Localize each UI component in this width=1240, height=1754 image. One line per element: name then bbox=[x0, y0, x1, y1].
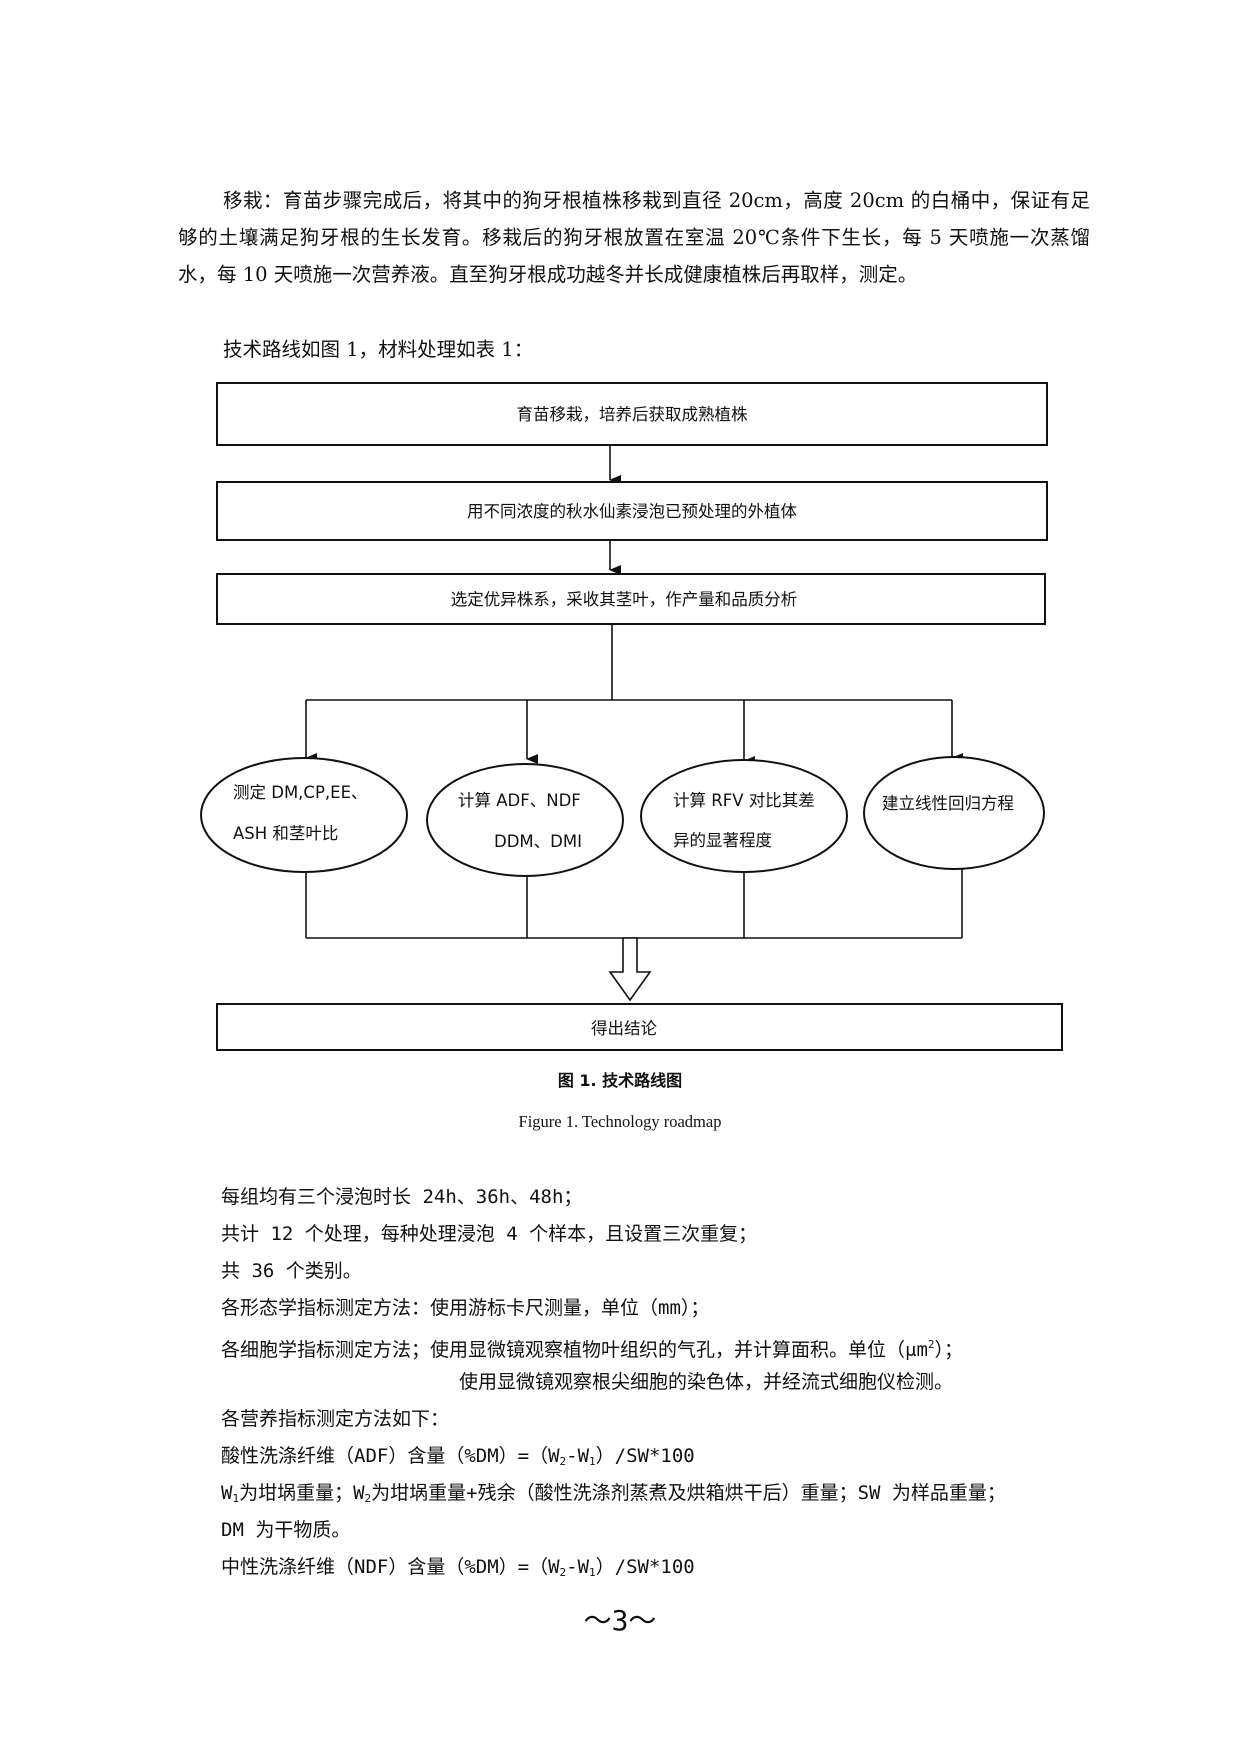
page-number: ～3～ bbox=[583, 1604, 657, 1637]
flow-box-2: 用不同浓度的秋水仙素浸泡已预处理的外植体 bbox=[216, 481, 1048, 541]
ndf-formula-a: 中性洗涤纤维（NDF）含量（%DM）=（W bbox=[221, 1556, 560, 1578]
adf-formula-c: ）/SW*100 bbox=[595, 1445, 695, 1467]
ellipse-4-line-1: 建立线性回归方程 bbox=[882, 794, 1014, 813]
ellipse-2: 计算 ADF、NDF DDM、DMI bbox=[426, 763, 624, 877]
note-line-3: 共 36 个类别。 bbox=[221, 1260, 362, 1282]
ellipse-1-line-1: 测定 DM,CP,EE、 bbox=[233, 783, 368, 802]
ndf-formula-b: -W bbox=[566, 1556, 590, 1578]
squared-superscript: 2 bbox=[927, 1338, 935, 1351]
w-def-w: W bbox=[221, 1482, 233, 1504]
note-line-2: 共计 12 个处理，每种处理浸泡 4 个样本，且设置三次重复； bbox=[221, 1223, 758, 1245]
route-intro-paragraph: 技术路线如图 1，材料处理如表 1： bbox=[223, 338, 534, 361]
ndf-sub-1: 1 bbox=[589, 1566, 596, 1579]
nutrition-intro: 各营养指标测定方法如下： bbox=[221, 1408, 450, 1430]
cytology-text-end: ）； bbox=[934, 1339, 964, 1361]
flow-box-2-label: 用不同浓度的秋水仙素浸泡已预处理的外植体 bbox=[467, 502, 798, 521]
note-line-4: 各形态学指标测定方法：使用游标卡尺测量，单位（mm）； bbox=[221, 1297, 710, 1319]
w-def-sub-1: 1 bbox=[232, 1492, 240, 1505]
ellipse-1: 测定 DM,CP,EE、 ASH 和茎叶比 bbox=[200, 757, 408, 873]
dm-definition: DM 为干物质。 bbox=[221, 1519, 351, 1541]
ndf-formula-c: ）/SW*100 bbox=[595, 1556, 695, 1578]
flow-box-1: 育苗移栽，培养后获取成熟植株 bbox=[216, 382, 1048, 446]
flow-box-1-label: 育苗移栽，培养后获取成熟植株 bbox=[517, 405, 749, 424]
adf-formula-a: 酸性洗涤纤维（ADF）含量（%DM）=（W bbox=[221, 1445, 560, 1467]
w-def-b: 为坩埚重量+残余（酸性洗涤剂蒸煮及烘箱烘干后）重量；SW 为样品重量； bbox=[371, 1482, 1006, 1504]
w-def-sub-2: 2 bbox=[364, 1492, 372, 1505]
adf-formula-b: -W bbox=[566, 1445, 590, 1467]
adf-sub-2: 2 bbox=[559, 1455, 567, 1468]
note-line-1: 每组均有三个浸泡时长 24h、36h、48h； bbox=[221, 1186, 583, 1208]
ellipse-2-line-1: 计算 ADF、NDF bbox=[458, 791, 581, 810]
w-definition: W1为坩埚重量；W2为坩埚重量+残余（酸性洗涤剂蒸煮及烘箱烘干后）重量；SW 为… bbox=[221, 1478, 1006, 1514]
ellipse-1-line-2: ASH 和茎叶比 bbox=[233, 824, 338, 843]
transplant-paragraph: 移栽：育苗步骤完成后，将其中的狗牙根植株移栽到直径 20cm，高度 20cm 的… bbox=[178, 189, 1090, 286]
branch-connector bbox=[306, 625, 952, 701]
ndf-formula: 中性洗涤纤维（NDF）含量（%DM）=（W2-W1）/SW*100 bbox=[221, 1552, 695, 1588]
figure-caption-en: Figure 1. Technology roadmap bbox=[518, 1112, 722, 1131]
cytology-text: 各细胞学指标测定方法；使用显微镜观察植物叶组织的气孔，并计算面积。单位（μm bbox=[221, 1339, 928, 1361]
merge-connector bbox=[305, 868, 963, 939]
ellipse-3-line-2: 异的显著程度 bbox=[673, 831, 772, 850]
conclusion-label: 得出结论 bbox=[591, 1019, 658, 1038]
ellipse-3-line-1: 计算 RFV 对比其差 bbox=[673, 791, 815, 810]
w-def-a: 为坩埚重量；W bbox=[239, 1482, 365, 1504]
ellipse-4: 建立线性回归方程 bbox=[863, 756, 1045, 870]
ellipse-3: 计算 RFV 对比其差 异的显著程度 bbox=[640, 759, 848, 873]
hollow-down-arrow-icon bbox=[608, 937, 652, 1002]
technology-roadmap-flowchart: 育苗移栽，培养后获取成熟植株 用不同浓度的秋水仙素浸泡已预处理的外植体 选定优异… bbox=[200, 382, 1063, 1051]
ellipse-2-line-2: DDM、DMI bbox=[494, 832, 582, 851]
ndf-sub-2: 2 bbox=[559, 1566, 567, 1579]
cytology-line-2: 使用显微镜观察根尖细胞的染色体，并经流式细胞仪检测。 bbox=[459, 1371, 954, 1393]
adf-formula: 酸性洗涤纤维（ADF）含量（%DM）=（W2-W1）/SW*100 bbox=[221, 1441, 695, 1477]
adf-sub-1: 1 bbox=[589, 1455, 596, 1468]
flow-box-3: 选定优异株系，采收其茎叶，作产量和品质分析 bbox=[216, 573, 1046, 625]
flow-box-3-label: 选定优异株系，采收其茎叶，作产量和品质分析 bbox=[451, 590, 798, 609]
cytology-line-1: 各细胞学指标测定方法；使用显微镜观察植物叶组织的气孔，并计算面积。单位（μm2）… bbox=[221, 1330, 963, 1365]
figure-caption-cn: 图 1. 技术路线图 bbox=[557, 1071, 683, 1090]
flow-box-conclusion: 得出结论 bbox=[216, 1003, 1063, 1051]
